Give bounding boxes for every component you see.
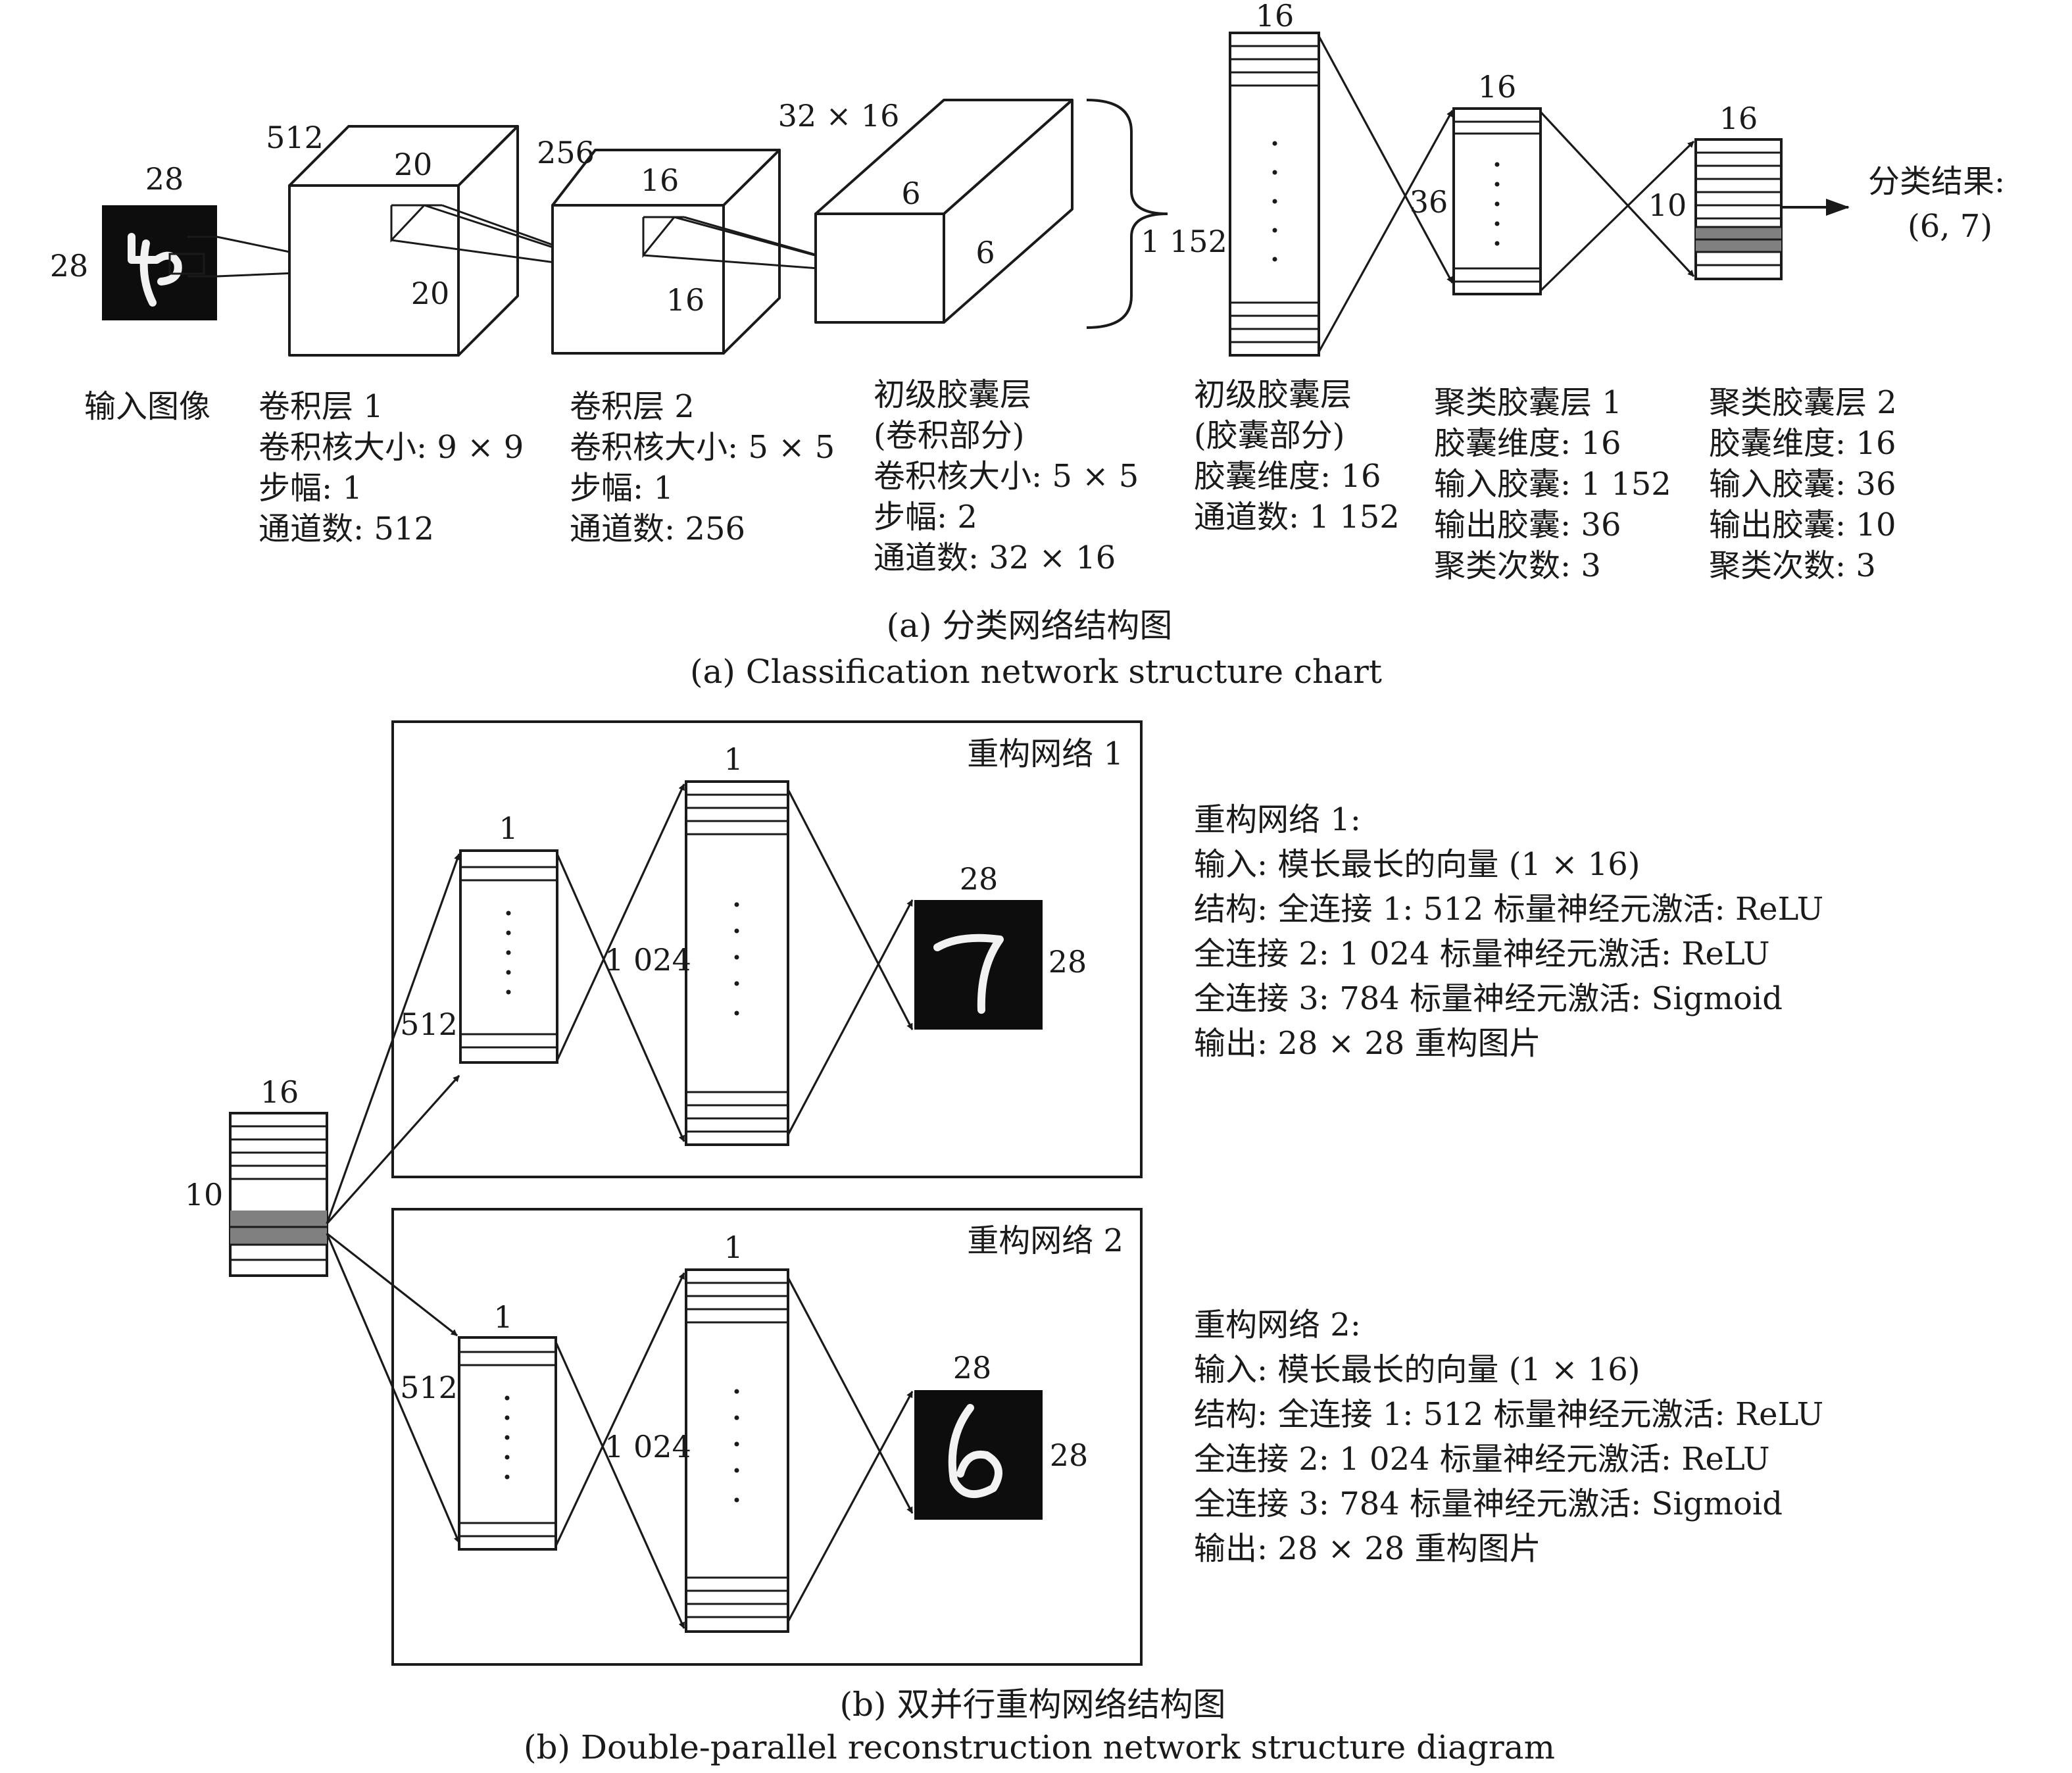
input-dim-top: 28 [145,161,184,197]
net1-fc1-dim: 1 [499,811,518,846]
conv1-info: 卷积层 1 卷积核大小: 9 × 9 步幅: 1 通道数: 512 [259,388,534,547]
conv2-channels: 256 [537,135,595,170]
conv1-channels: 512 [266,120,324,155]
caption-b-en: (b) Double-parallel reconstruction netwo… [524,1728,1555,1766]
result-label: 分类结果: [1868,163,2005,200]
caption-b-cn: (b) 双并行重构网络结构图 [840,1686,1226,1724]
panel-b-reconstruction: 16 10 重构网络 1 1 512 1 024 [185,720,1833,1766]
primary-conv-info: 初级胶囊层 (卷积部分) 卷积核大小: 5 × 5 步幅: 2 通道数: 32 … [874,376,1149,576]
conv2-kernel-h: 16 [666,282,705,318]
conv1-kernel-h: 20 [411,276,450,311]
primary-conv-kernel-h: 6 [975,235,995,270]
edge-cluster1-cluster2-a [1539,111,1695,278]
net2-fc1-count: 512 [400,1370,458,1405]
cluster1-count: 36 [1410,184,1448,220]
input-image [102,205,217,320]
recon-net-2: 重构网络 2 1 512 1 024 [391,1208,1143,1666]
primary-caps-column [1229,32,1320,357]
net2-edge-fc1-fc2-b [555,1272,685,1547]
edge-primary-cluster1-b [1318,110,1454,353]
input-dim-left: 28 [50,248,89,284]
conv1-kernel-w: 20 [394,147,433,182]
edge-primary-cluster1-a [1318,36,1454,284]
net2-output-image [914,1390,1043,1520]
net2-fc2-count: 1 024 [604,1429,691,1464]
net1-fc1-count: 512 [400,1007,458,1042]
net1-edge-fc1-fc2-b [556,784,685,1061]
cluster2-count: 10 [1648,187,1687,223]
net2-edge-fc2-out-a [787,1277,914,1514]
conv2-info: 卷积层 2 卷积核大小: 5 × 5 步幅: 1 通道数: 256 [570,388,845,547]
conv2-kernel-w: 16 [641,162,679,198]
primary-conv-block [814,99,1073,324]
panel-a-classification: 28 28 输入图像 512 20 20 卷积层 1 卷积核大小: 9 × 9 … [50,0,2005,691]
input-kernel [168,253,205,275]
net1-title: 重构网络 1 [967,736,1123,772]
net2-edge-fc1-fc2-a [555,1341,685,1629]
conv1-cube [288,125,632,357]
source-count: 10 [185,1177,224,1212]
primary-conv-kernel-w: 6 [901,176,920,211]
net2-out-dim-right: 28 [1050,1437,1089,1473]
net1-output-image [914,900,1043,1030]
caption-a-cn: (a) 分类网络结构图 [887,607,1173,645]
net1-fc2-count: 1 024 [604,942,691,978]
conv2-cube [551,149,881,355]
net1-out-dim-right: 28 [1048,944,1087,980]
primary-conv-channels: 32 × 16 [778,98,900,134]
source-capsule-column [229,1112,328,1277]
net2-fc2-dim: 1 [724,1230,743,1265]
input-label: 输入图像 [84,388,210,425]
cluster1-column [1452,107,1542,295]
source-dim: 16 [260,1074,299,1110]
cluster1-dim: 16 [1478,69,1517,105]
primary-caps-info: 初级胶囊层 (胶囊部分) 胶囊维度: 16 通道数: 1 152 [1194,376,1400,536]
net1-edge-fc2-out-a [787,789,914,1030]
net1-edge-fc1-fc2-a [556,853,685,1142]
cluster1-info: 聚类胶囊层 1 胶囊维度: 16 输入胶囊: 1 152 输出胶囊: 36 聚类… [1434,384,1681,584]
net2-title: 重构网络 2 [967,1222,1123,1259]
net1-out-dim-top: 28 [960,861,999,897]
primary-caps-dim: 16 [1256,0,1295,34]
net2-edge-fc2-out-b [787,1391,914,1622]
net2-fc1-dim: 1 [493,1299,512,1335]
net1-fc2-dim: 1 [724,741,743,777]
net1-desc: 重构网络 1: 输入: 模长最长的向量 (1 × 16) 结构: 全连接 1: … [1194,801,1833,1062]
cluster2-dim: 16 [1719,101,1758,136]
result-value: (6, 7) [1908,208,1992,245]
edge-cluster1-cluster2-b [1539,140,1695,292]
recon-net-1: 重构网络 1 1 512 1 024 [391,720,1143,1178]
cluster2-info: 聚类胶囊层 2 胶囊维度: 16 输入胶囊: 36 输出胶囊: 10 聚类次数:… [1709,384,1907,584]
cluster2-column [1694,138,1783,280]
reshape-brace [1086,99,1168,329]
net1-edge-fc2-out-b [787,899,914,1136]
caption-a-en: (a) Classification network structure cha… [690,653,1382,691]
net2-out-dim-top: 28 [953,1350,992,1386]
net2-desc: 重构网络 2: 输入: 模长最长的向量 (1 × 16) 结构: 全连接 1: … [1194,1307,1833,1567]
brace-label: 1 152 [1141,224,1227,259]
